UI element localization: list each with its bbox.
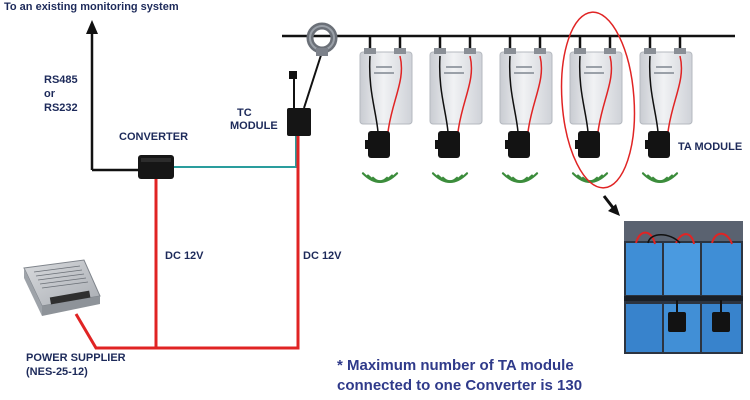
- or-label: or: [44, 88, 55, 100]
- wireless-signal-icon: [361, 172, 399, 183]
- highlight-ellipse: [560, 11, 636, 189]
- wireless-signal-icon: [571, 172, 609, 183]
- ta-module-icon: [645, 131, 670, 158]
- battery-row: [359, 48, 693, 183]
- tc-module-label-2: MODULE: [230, 120, 278, 132]
- power-supply-icon: [23, 259, 101, 316]
- ta-module-label: TA MODULE: [678, 141, 743, 153]
- up-arrow-icon: [86, 20, 98, 34]
- max-ta-note-line2: connected to one Converter is 130: [337, 377, 583, 394]
- max-ta-note-line1: * Maximum number of TA module: [337, 357, 574, 374]
- battery-icon: [429, 48, 483, 133]
- wireless-signal-icon: [501, 172, 539, 183]
- current-sensor-icon: [306, 22, 338, 56]
- photo-inset: [624, 221, 743, 354]
- rs485-label: RS485: [44, 74, 78, 86]
- dc-12v-label-right: DC 12V: [303, 250, 342, 262]
- power-supplier-label: POWER SUPPLIER: [26, 352, 126, 364]
- data-line: [174, 136, 297, 168]
- rs232-label: RS232: [44, 102, 78, 114]
- ta-module-icon: [435, 131, 460, 158]
- tc-module-label-1: TC: [237, 107, 252, 119]
- power-supplier-model: (NES-25-12): [26, 366, 88, 378]
- converter-label: CONVERTER: [119, 131, 189, 143]
- arrow-icon: [602, 195, 620, 216]
- rs485-line: [86, 20, 140, 172]
- monitoring-label: To an existing monitoring system: [4, 1, 179, 13]
- wireless-signal-icon: [641, 172, 679, 183]
- battery-icon: [359, 48, 413, 133]
- dc-12v-label-left: DC 12V: [165, 250, 204, 262]
- converter-icon: [138, 155, 174, 179]
- ta-module-icon: [575, 131, 600, 158]
- ta-module-icon: [365, 131, 390, 158]
- battery-icon: [569, 48, 623, 133]
- ta-module-icon: [505, 131, 530, 158]
- battery-icon: [639, 48, 693, 133]
- wireless-signal-icon: [431, 172, 469, 183]
- power-wiring: [74, 136, 300, 350]
- battery-icon: [499, 48, 553, 133]
- tc-module-icon: [287, 51, 323, 136]
